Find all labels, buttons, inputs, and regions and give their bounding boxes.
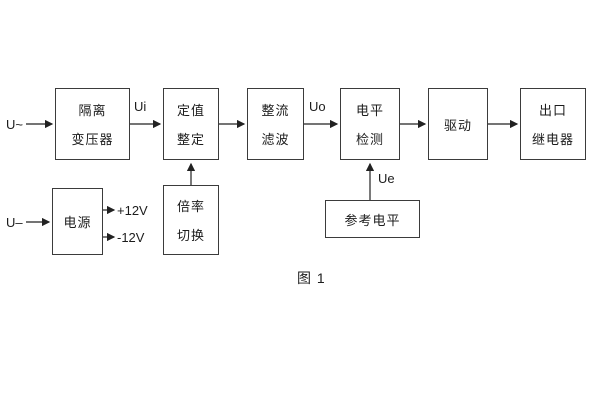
label-signal-uo: Uo <box>309 99 326 114</box>
label-ac-input: U~ <box>6 117 23 132</box>
label-rail-pos: +12V <box>117 203 148 218</box>
block-label: 检测 <box>355 132 384 147</box>
label-rail-neg: -12V <box>117 230 145 245</box>
block-label: 整流 <box>261 103 290 118</box>
block-drive: 驱动 <box>428 88 488 160</box>
figure-caption: 图 1 <box>297 270 326 286</box>
block-label: 驱动 <box>443 117 472 133</box>
block-label: 整定 <box>176 132 205 147</box>
label-signal-ui: Ui <box>134 99 147 114</box>
block-label: 定值 <box>176 103 205 118</box>
block-rectifier-filter: 整流 滤波 <box>247 88 304 160</box>
block-label: 变压器 <box>71 132 114 147</box>
block-label: 切换 <box>176 228 205 243</box>
block-label: 倍率 <box>176 199 205 214</box>
block-power-supply: 电源 <box>52 188 103 255</box>
block-multiplier-switch: 倍率 切换 <box>163 185 219 255</box>
label-signal-ue: Ue <box>378 171 395 186</box>
block-label: 电平 <box>355 103 384 118</box>
block-label: 参考电平 <box>344 212 401 228</box>
label-dc-input: U– <box>6 215 23 230</box>
block-label: 隔离 <box>78 103 107 118</box>
block-label: 电源 <box>63 215 92 230</box>
block-label: 出口 <box>538 103 567 118</box>
block-label: 继电器 <box>531 132 574 147</box>
block-label: 滤波 <box>261 132 290 147</box>
block-reference-level: 参考电平 <box>325 200 420 238</box>
block-isolation-transformer: 隔离 变压器 <box>55 88 130 160</box>
block-output-relay: 出口 继电器 <box>520 88 586 160</box>
block-setpoint-setting: 定值 整定 <box>163 88 219 160</box>
block-level-detection: 电平 检测 <box>340 88 400 160</box>
